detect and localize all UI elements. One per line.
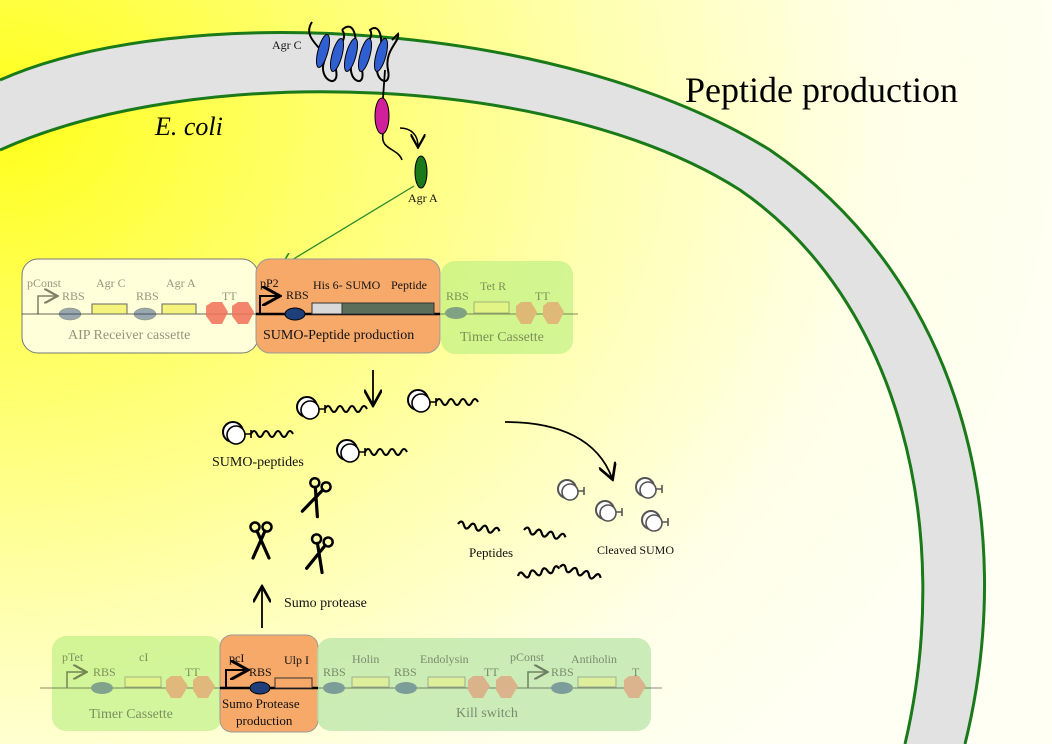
kill-part-label: Endolysin (420, 652, 469, 666)
protease-part-label: Ulp I (284, 653, 309, 667)
kill-part-label: RBS (394, 665, 417, 679)
kill-switch-box (317, 638, 651, 731)
kill-part-label: Antiholin (571, 652, 618, 666)
agrc-label: Agr C (272, 38, 302, 52)
cleavage-arrow (504, 421, 612, 478)
aip-part-label: RBS (136, 289, 159, 303)
cleaved-sumo-molecules (557, 477, 669, 532)
cleaved-sumo-label: Cleaved SUMO (597, 543, 674, 557)
sumo-cassette-name: SUMO-Peptide production (263, 328, 415, 343)
timer-bottom-part-label: TT (185, 665, 200, 679)
sumo-peptides-label: SUMO-peptides (212, 455, 304, 470)
timer-top-box (441, 261, 573, 354)
agra-regulator (414, 155, 428, 189)
protease-parts (220, 670, 318, 695)
kill-part-label: pConst (510, 650, 545, 664)
kill-part-label: RBS (551, 665, 574, 679)
timer-top-parts (440, 301, 578, 324)
aip-part-label: Agr C (96, 276, 126, 290)
organism-label: E. coli (155, 112, 223, 141)
sumo-peptide-parts (256, 296, 440, 321)
protease-part-label: pcI (229, 651, 245, 665)
timer-bottom-part-label: cI (139, 650, 149, 664)
kill-part-label: T (632, 665, 640, 679)
timer-part-label: TT (535, 289, 550, 303)
cell-membrane (0, 31, 986, 744)
kill-switch-name: Kill switch (456, 706, 518, 721)
timer-bottom-part-label: RBS (93, 665, 116, 679)
protease-name-line2: production (236, 713, 293, 728)
scissors-icons (248, 475, 336, 575)
sumo-part-label: Peptide (391, 278, 427, 292)
kill-switch-parts (318, 672, 662, 698)
timer-bottom-part-label: pTet (62, 650, 84, 664)
timer-part-label: RBS (446, 289, 469, 303)
timer-top-name: Timer Cassette (460, 330, 544, 345)
timer-bottom-name: Timer Cassette (89, 707, 173, 722)
timer-part-label: Tet R (480, 279, 507, 293)
kill-part-label: Holin (352, 652, 380, 666)
aip-parts (22, 296, 256, 324)
sumo-part-label: pP2 (260, 276, 279, 290)
aip-part-label: pConst (27, 276, 62, 290)
peptides-label: Peptides (469, 545, 514, 560)
kill-part-label: RBS (323, 665, 346, 679)
agrc-receptor (308, 21, 418, 161)
timer-bottom-parts (40, 672, 220, 698)
sumo-peptide-molecules (222, 389, 479, 463)
sumo-part-label: His 6- SUMO (313, 278, 381, 292)
aip-part-label: Agr A (166, 276, 196, 290)
sumo-protease-label: Sumo protease (284, 596, 367, 611)
sumo-part-label: RBS (286, 288, 309, 302)
kill-part-label: TT (484, 665, 499, 679)
protease-name-line1: Sumo Protease (222, 696, 300, 711)
agra-label: Agr A (408, 191, 438, 205)
aip-cassette-name: AIP Receiver cassette (68, 328, 191, 343)
aip-part-label: RBS (62, 289, 85, 303)
protease-part-label: RBS (249, 665, 272, 679)
page-title: Peptide production (685, 70, 958, 110)
aip-part-label: TT (222, 289, 237, 303)
activation-arrow (282, 185, 415, 266)
timer-bottom-box (52, 636, 222, 731)
